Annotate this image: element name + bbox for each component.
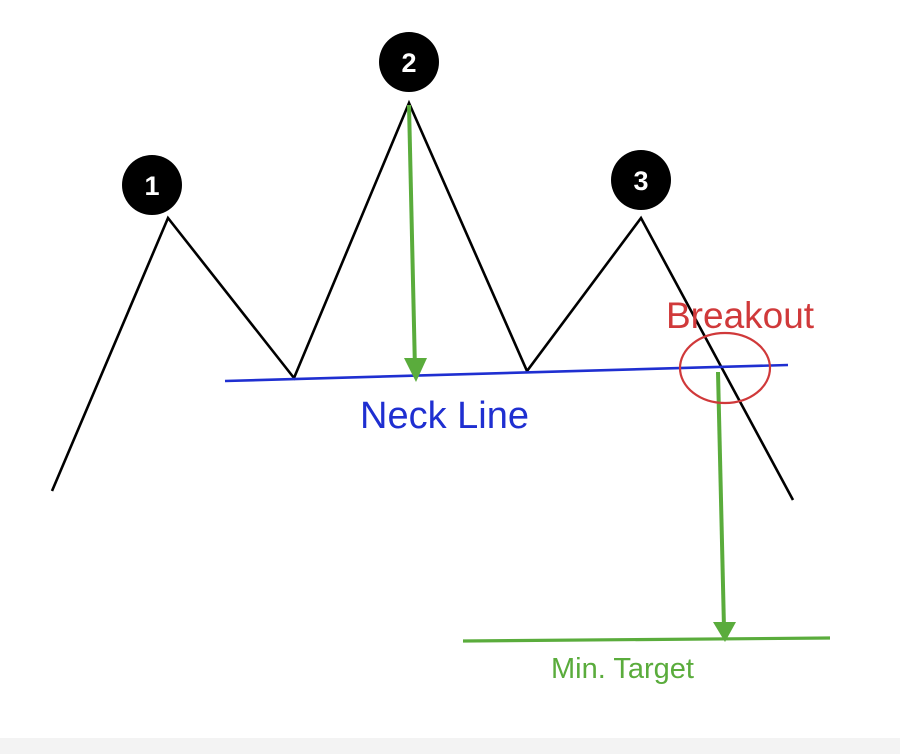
breakout-label: Breakout — [666, 295, 815, 336]
peak-number-3: 3 — [633, 166, 648, 196]
peak-marker-3: 3 — [611, 150, 671, 210]
peak-marker-2: 2 — [379, 32, 439, 92]
neck-line-label: Neck Line — [360, 395, 529, 437]
breakout-circle — [678, 331, 772, 405]
peak-marker-1: 1 — [122, 155, 182, 215]
projection-arrow — [716, 371, 726, 629]
peak-number-1: 1 — [144, 171, 159, 201]
bottom-strip — [0, 738, 900, 754]
height-arrowhead — [404, 358, 427, 382]
neck-line — [224, 363, 789, 383]
projection-arrowhead — [713, 622, 736, 642]
min-target-label: Min. Target — [551, 653, 694, 685]
height-arrow — [407, 104, 417, 371]
min-target-line — [462, 636, 831, 643]
price-path — [50, 99, 795, 501]
peak-number-2: 2 — [401, 48, 416, 78]
